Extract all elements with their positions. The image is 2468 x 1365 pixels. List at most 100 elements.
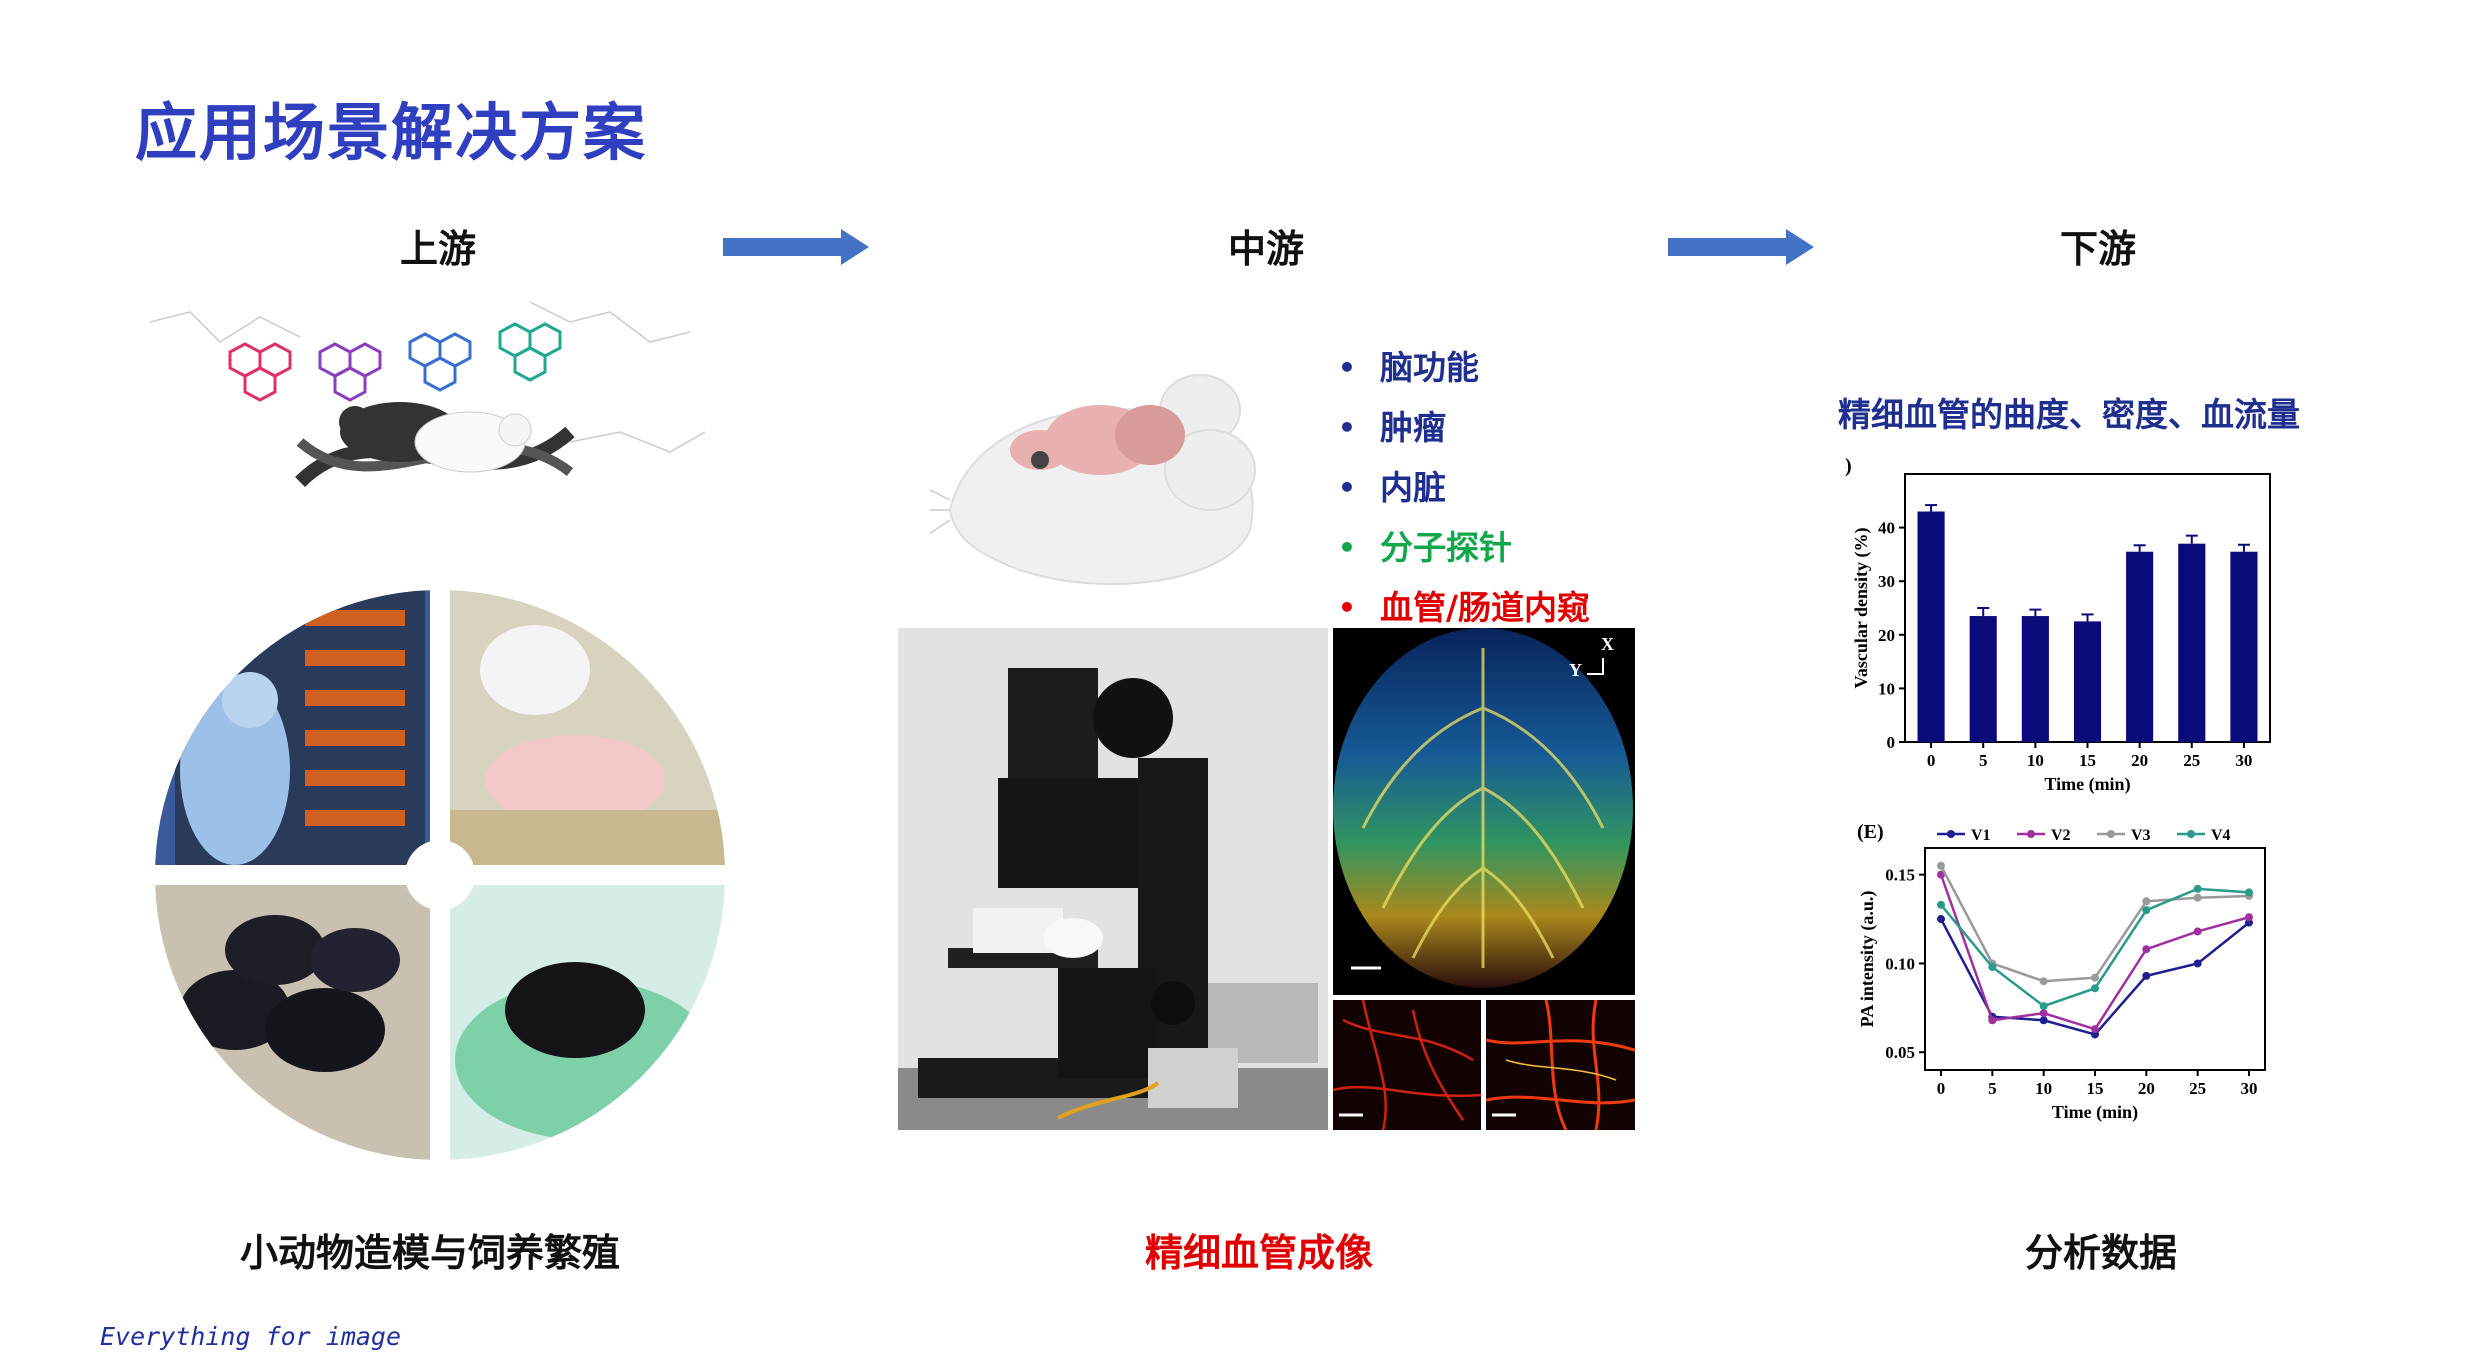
bar: [2178, 543, 2206, 742]
y-axis-label: Vascular density (%): [1851, 527, 1872, 688]
caption-downstream: 分析数据: [2025, 1231, 2178, 1275]
bar: [2073, 621, 2102, 742]
vascular-image-main: X Y: [1333, 628, 1635, 995]
x-tick-label: 15: [2079, 751, 2096, 770]
legend-label: V4: [2211, 827, 2231, 844]
data-point: [2142, 906, 2151, 915]
list-item: •内脏: [1338, 458, 1590, 518]
data-point: [2193, 884, 2202, 893]
x-axis-label: Time (min): [2052, 1102, 2138, 1123]
legend-marker: [1947, 830, 1955, 838]
data-point: [2039, 977, 2048, 986]
panel-label: (E): [1857, 821, 1884, 843]
legend-label: V1: [1971, 827, 1991, 844]
data-point: [2142, 897, 2151, 906]
bullet-icon: •: [1338, 471, 1356, 504]
data-point: [2039, 1016, 2048, 1025]
bar: [1969, 616, 1997, 742]
x-tick-label: 0: [1937, 1079, 1946, 1098]
x-tick-label: 15: [2087, 1079, 2104, 1098]
y-tick-label: 0.05: [1885, 1043, 1915, 1062]
x-tick-label: 25: [2189, 1079, 2206, 1098]
y-tick-label: 40: [1878, 519, 1895, 538]
caption-upstream: 小动物造模与饲养繁殖: [240, 1231, 621, 1275]
flow-arrow-icon: [723, 229, 869, 265]
bar: [2230, 551, 2258, 742]
bar: [1917, 511, 1945, 742]
legend-marker: [2187, 830, 2195, 838]
x-tick-label: 30: [2235, 751, 2252, 770]
x-tick-label: 0: [1927, 751, 1936, 770]
bar: [2021, 616, 2049, 742]
slide-title: 应用场景解决方案: [135, 96, 648, 169]
list-item: •肿瘤: [1338, 398, 1590, 458]
stage-title-downstream: 下游: [2060, 227, 2137, 271]
caption-midstream: 精细血管成像: [1145, 1231, 1374, 1275]
x-tick-label: 10: [2027, 751, 2044, 770]
panel-label: ): [1845, 455, 1852, 477]
data-point: [2091, 984, 2099, 993]
imaging-system-photo: [898, 628, 1328, 1130]
data-point: [2039, 1002, 2048, 1011]
molecule-dna-illustration: [150, 301, 706, 488]
x-tick-label: 5: [1979, 751, 1988, 770]
legend-marker: [2027, 830, 2035, 838]
stage-title-upstream: 上游: [400, 227, 477, 271]
x-tick-label: 20: [2131, 751, 2148, 770]
axis-label-x: X: [1601, 634, 1614, 654]
x-tick-label: 25: [2183, 751, 2200, 770]
y-tick-label: 0.10: [1885, 954, 1915, 973]
bullet-icon: •: [1338, 411, 1356, 444]
legend-marker: [2107, 830, 2115, 838]
data-point: [1988, 1016, 1997, 1025]
footer-tagline: Everything for image: [100, 1322, 402, 1351]
flow-arrow-icon: [1668, 229, 1814, 265]
data-point: [1988, 962, 1997, 971]
bullet-icon: •: [1338, 531, 1356, 564]
y-tick-label: 0: [1887, 733, 1896, 752]
bar: [2126, 551, 2154, 742]
data-point: [2245, 888, 2253, 897]
x-tick-label: 10: [2035, 1079, 2052, 1098]
x-tick-label: 5: [1988, 1079, 1997, 1098]
list-item: •血管/肠道内窥: [1338, 578, 1590, 638]
data-point: [2193, 959, 2202, 968]
data-point: [1937, 861, 1945, 870]
y-tick-label: 10: [1878, 679, 1895, 698]
data-point: [2039, 1009, 2048, 1018]
list-item: •脑功能: [1338, 338, 1590, 398]
data-point: [2142, 971, 2151, 980]
x-axis-label: Time (min): [2044, 774, 2130, 795]
stage-title-midstream: 中游: [1228, 227, 1305, 271]
list-item: •分子探针: [1338, 518, 1590, 578]
x-tick-label: 30: [2241, 1079, 2258, 1098]
legend-label: V3: [2131, 827, 2151, 844]
bullet-icon: •: [1338, 591, 1356, 624]
data-point: [2193, 893, 2202, 902]
data-point: [2091, 1025, 2099, 1034]
mouse-brain-illustration: [930, 374, 1256, 586]
y-tick-label: 30: [1878, 572, 1895, 591]
data-point: [1937, 915, 1945, 924]
data-point: [2142, 945, 2151, 954]
midstream-application-list: •脑功能 •肿瘤 •内脏 •分子探针 •血管/肠道内窥: [1338, 338, 1590, 638]
legend-label: V2: [2051, 827, 2071, 844]
y-tick-label: 20: [1878, 626, 1895, 645]
y-tick-label: 0.15: [1885, 866, 1915, 885]
data-point: [1937, 900, 1945, 909]
data-point: [2091, 973, 2099, 982]
series-line: [1939, 865, 2250, 983]
data-point: [1937, 870, 1945, 879]
axis-label-y: Y: [1569, 660, 1582, 680]
data-point: [2245, 913, 2253, 922]
vascular-image-detail-2: [1486, 1000, 1635, 1130]
breeding-photo-collage: [155, 590, 725, 1160]
downstream-subtitle: 精细血管的曲度、密度、血流量: [1838, 395, 2300, 434]
x-tick-label: 20: [2138, 1079, 2155, 1098]
vascular-image-detail-1: [1333, 1000, 1481, 1130]
y-axis-label: PA intensity (a.u.): [1857, 891, 1878, 1028]
bullet-icon: •: [1338, 351, 1356, 384]
data-point: [2193, 927, 2202, 936]
